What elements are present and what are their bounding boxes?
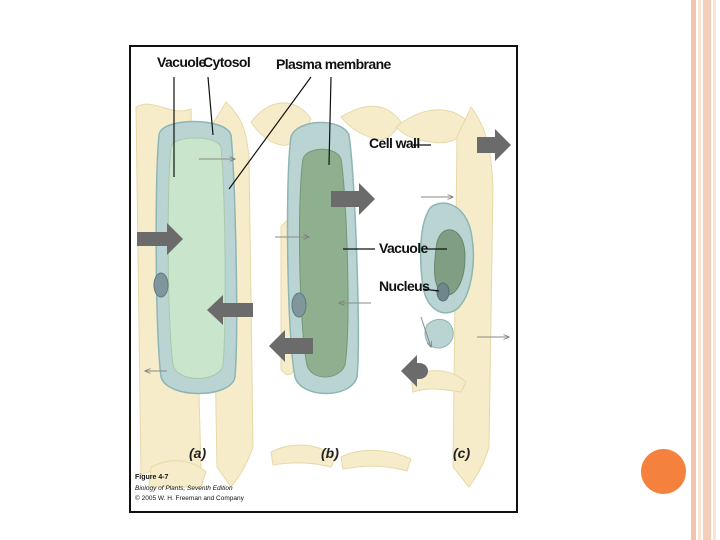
credit-book-title: Biology of Plants, Seventh Edition — [135, 485, 233, 492]
label-cytosol: Cytosol — [203, 54, 251, 70]
cell-b — [286, 121, 360, 395]
leader-plasma-membrane-b — [328, 76, 332, 166]
slide-stripe-3 — [703, 0, 711, 540]
vacuole-a — [167, 137, 226, 379]
label-plasma-membrane: Plasma membrane — [276, 56, 391, 72]
water-flow-arrows — [137, 129, 511, 387]
slide-stripe-1 — [691, 0, 696, 540]
panel-label-b: (b) — [321, 445, 339, 461]
arrow-in-a — [137, 223, 183, 255]
credit-copyright: © 2005 W. H. Freeman and Company — [135, 495, 244, 502]
cell-a — [153, 120, 238, 395]
nucleus-a — [153, 272, 169, 298]
arrow-out-b-left — [269, 330, 313, 362]
cell-c — [419, 202, 475, 349]
credit-figure-number: Figure 4-7 — [135, 474, 169, 481]
arrow-out-c-left — [401, 355, 428, 387]
plasmolysis-diagram — [135, 76, 511, 488]
cytosol-c-fragment — [424, 318, 454, 349]
arrow-out-a — [207, 295, 253, 325]
label-vacuole-top: Vacuole — [157, 54, 206, 70]
accent-circle — [641, 449, 686, 494]
leader-plasma-membrane-a — [228, 76, 312, 190]
arrow-out-c-right — [477, 129, 511, 161]
label-cell-wall: Cell wall — [369, 135, 420, 151]
leader-nucleus — [422, 288, 440, 292]
thin-arrows — [145, 159, 509, 371]
leader-lines — [173, 76, 447, 292]
panel-label-a: (a) — [189, 445, 207, 461]
figure-plasmolysis: Vacuole Cytosol Plasma membrane Cell wal… — [129, 45, 518, 513]
label-nucleus: Nucleus — [379, 278, 430, 294]
nucleus-b — [291, 292, 307, 318]
slide-stripe-4 — [713, 0, 716, 540]
nucleus-c — [436, 282, 450, 302]
label-vacuole-right: Vacuole — [379, 240, 428, 256]
slide-stripe-2 — [698, 0, 701, 540]
panel-label-c: (c) — [453, 445, 471, 461]
arrow-out-b-right — [331, 183, 375, 215]
leader-cytosol — [207, 76, 214, 136]
